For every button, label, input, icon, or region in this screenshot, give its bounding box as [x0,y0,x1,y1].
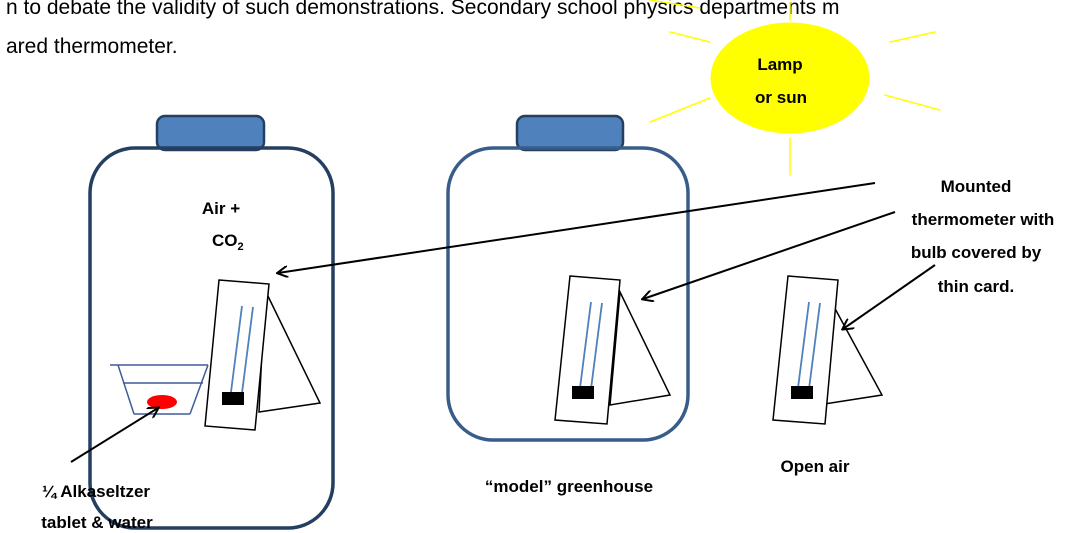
thermometer-label-line-4: thin card. [938,277,1015,296]
air-co2-label-subscript: 2 [238,241,244,253]
thermometer-board [204,279,270,431]
alkaseltzer-label-line-1: ¼ Alkaseltzer [42,482,150,501]
sun-disc [710,22,870,134]
arrow-to-tablet [70,408,158,463]
alkaseltzer-tablet [147,395,177,409]
thermometer-tube-right [590,302,603,390]
pointer-arrows [70,182,936,463]
thermometer-co2-jar [204,279,322,431]
jar-greenhouse-body [446,146,690,442]
jar-greenhouse [446,114,690,442]
alkaseltzer-label-line-2: tablet & water [41,513,153,532]
thermometer-board [554,275,621,425]
jar-co2-lid [155,114,266,152]
sun-label-line-1: Lamp [757,55,802,74]
sun-lamp: Lamp or sun [649,0,941,176]
thermometer-label: Mounted thermometer with bulb covered by… [911,177,1055,296]
thermometer-card-stand [609,289,672,406]
thermometer-greenhouse [554,275,672,425]
thermometer-tube-left [230,305,243,393]
air-co2-label-co: CO [212,231,238,250]
thermometer-label-line-1: Mounted [941,177,1012,196]
jar-co2-body [88,146,335,530]
thermometer-card-stand [258,289,322,413]
thermometer-tube-right [241,306,254,394]
jar-co2: Air + CO2 [88,114,335,530]
thermometer-open-air [772,275,884,425]
arrow-to-co2-thermometer [278,182,876,273]
thermometer-bulb [791,386,813,399]
thermometer-tube-left [579,301,592,389]
thermometer-tube-left [797,301,810,389]
arrow-to-open-air-thermometer [843,264,936,329]
greenhouse-label: “model” greenhouse [485,477,653,496]
jar-greenhouse-lid [515,114,625,152]
thermometer-tube-right [808,302,821,390]
air-co2-label-line-1: Air + [202,199,240,218]
thermometer-label-line-3: bulb covered by [911,243,1042,262]
body-text-line-2: ared thermometer. [6,35,178,58]
arrow-to-greenhouse-thermometer [643,211,896,299]
water-dish [110,364,209,415]
body-text-line-1: n to debate the validity of such demonst… [6,0,839,19]
thermometer-bulb [572,386,594,399]
thermometer-board [772,275,839,425]
open-air-label: Open air [781,457,850,476]
air-co2-label-line-2: CO2 [212,231,244,253]
thermometer-bulb [222,392,244,405]
sun-rays [649,0,941,176]
thermometer-label-line-2: thermometer with [912,210,1055,229]
sun-label-line-2: or sun [755,88,807,107]
